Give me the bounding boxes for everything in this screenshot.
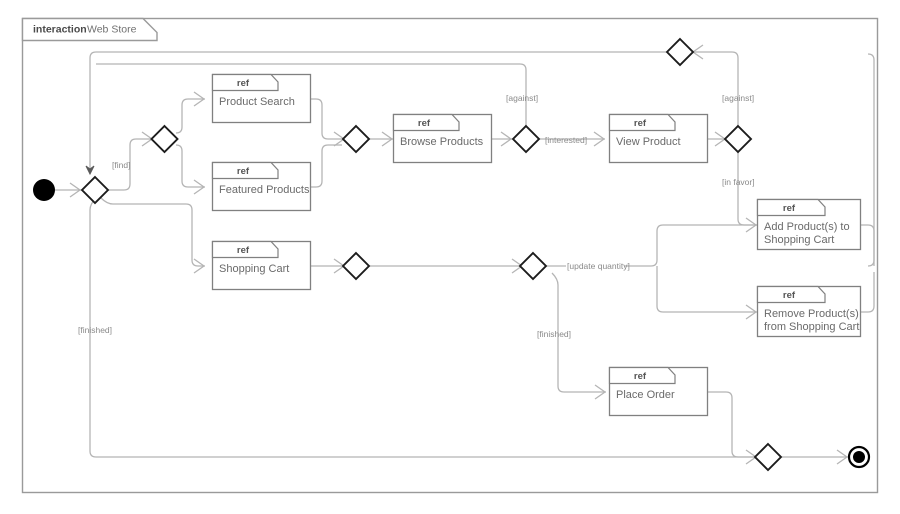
arrowhead-product-search	[193, 91, 206, 107]
guard-against-right: [against]	[722, 93, 754, 103]
frame-keyword: interaction	[33, 24, 87, 36]
ref-keyword: ref	[634, 371, 647, 382]
guard-find: [find]	[112, 160, 130, 170]
arrowhead-activity-final	[836, 449, 849, 465]
arrowhead-view-product	[593, 131, 606, 147]
ref-keyword: ref	[237, 78, 250, 89]
edge-merge-to-shopping-cart	[100, 197, 205, 267]
ref-keyword: ref	[783, 290, 796, 301]
ref-name-line-2: from Shopping Cart	[764, 321, 859, 333]
interaction-frame	[21, 17, 879, 494]
decision-node-view-product	[723, 124, 753, 154]
edge-remove-loop-right	[860, 272, 875, 313]
edge-in-favor	[737, 152, 757, 226]
edge-left-finished-bottom	[89, 197, 754, 458]
ref-name-line-1: View Product	[616, 136, 681, 148]
ref-name-line-1: Remove Product(s)	[764, 308, 859, 320]
ref-keyword: ref	[634, 118, 647, 129]
ref-shopping-cart[interactable]: ref Shopping Cart	[211, 240, 312, 291]
guard-interested: [interested]	[545, 135, 587, 145]
ref-keyword: ref	[418, 118, 431, 129]
edge-add-loop-right	[860, 224, 875, 267]
decision-node-search	[150, 124, 179, 154]
arrowhead-initial-merge	[69, 182, 82, 198]
arrowhead-place-order	[594, 384, 607, 400]
decision-node-cart	[518, 251, 548, 281]
edge-product-search-to-join	[311, 98, 345, 140]
edge-browse-against	[96, 63, 527, 126]
merge-node-final	[753, 442, 783, 472]
ref-add-products-to-cart[interactable]: ref Add Product(s) to Shopping Cart	[756, 198, 862, 251]
guard-update-quantity: [update quantity]	[567, 261, 630, 271]
arrowhead-decide-browse	[500, 131, 513, 147]
ref-name-line-1: Place Order	[616, 389, 675, 401]
ref-remove-products-from-cart[interactable]: ref Remove Product(s) from Shopping Cart	[756, 285, 862, 338]
edge-update-quantity-add	[546, 224, 757, 267]
edge-view-against	[693, 51, 739, 126]
edge-top-return	[89, 51, 667, 174]
ref-name-line-1: Featured Products	[219, 184, 310, 196]
guard-against-top: [against]	[506, 93, 538, 103]
merge-node-start	[80, 175, 110, 205]
arrowhead-featured	[193, 179, 206, 195]
activity-final-node-core	[853, 451, 865, 463]
merge-node-search-join	[341, 124, 371, 154]
ref-featured-products[interactable]: ref Featured Products	[211, 161, 312, 212]
ref-keyword: ref	[783, 203, 796, 214]
guard-in-favor: [in favor]	[722, 177, 755, 187]
edge-update-quantity-remove	[656, 266, 757, 313]
frame-name: Web Store	[87, 24, 137, 36]
edge-place-order-to-final-merge	[708, 391, 757, 458]
merge-node-top	[665, 37, 695, 67]
ref-name-line-1: Shopping Cart	[219, 263, 289, 275]
ref-keyword: ref	[237, 245, 250, 256]
initial-node	[33, 179, 55, 201]
edge-fork-to-featured	[175, 144, 205, 188]
ref-view-product[interactable]: ref View Product	[608, 113, 709, 164]
ref-name-line-2: Shopping Cart	[764, 234, 834, 246]
merge-node-cart	[341, 251, 371, 281]
edge-fork-to-product-search	[175, 98, 205, 134]
arrowhead-remove-products	[745, 304, 758, 320]
edge-featured-to-join	[311, 144, 342, 188]
ref-name-line-1: Add Product(s) to	[764, 221, 850, 233]
ref-name-line-1: Product Search	[219, 96, 295, 108]
ref-keyword: ref	[237, 166, 250, 177]
edge-cart-finished	[551, 272, 606, 393]
frame-header-tab	[21, 17, 158, 42]
decision-node-browse	[511, 124, 541, 154]
edge-find	[108, 138, 153, 191]
edge-right-vertical	[867, 53, 875, 266]
ref-name-line-1: Browse Products	[400, 136, 484, 148]
guard-finished-left: [finished]	[78, 325, 112, 335]
arrowhead-browse	[381, 131, 394, 147]
arrowhead-shopping-cart	[193, 258, 206, 274]
guard-finished-mid: [finished]	[537, 329, 571, 339]
arrowhead-top-return	[85, 165, 95, 176]
ref-place-order[interactable]: ref Place Order	[608, 366, 709, 417]
ref-product-search[interactable]: ref Product Search	[211, 73, 312, 124]
ref-browse-products[interactable]: ref Browse Products	[392, 113, 493, 164]
